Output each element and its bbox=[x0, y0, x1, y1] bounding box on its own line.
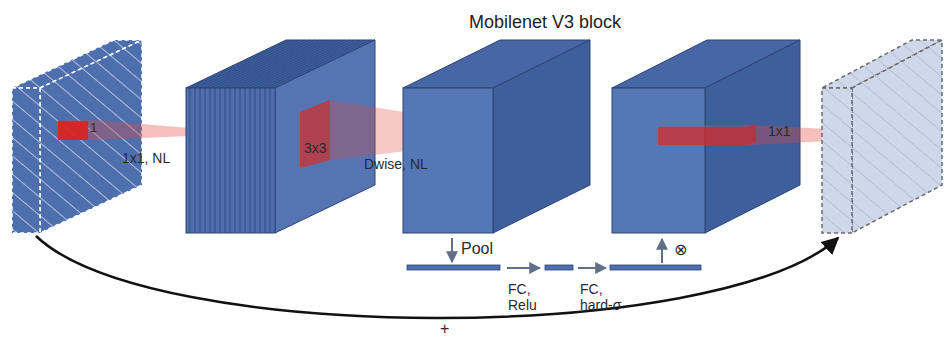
slice-line bbox=[260, 40, 360, 88]
slice-line bbox=[255, 88, 256, 233]
kernel-size: 1x1 bbox=[768, 123, 791, 139]
slice-line bbox=[225, 88, 226, 233]
skip-connection bbox=[36, 236, 838, 318]
output-tensor bbox=[822, 40, 942, 233]
slice-line bbox=[195, 88, 196, 233]
add-symbol: + bbox=[440, 320, 449, 338]
kernel-size: 1 bbox=[90, 121, 97, 136]
multiply-symbol: ⊗ bbox=[674, 241, 687, 259]
slice-line bbox=[250, 88, 251, 233]
slice-line bbox=[265, 40, 365, 88]
slice-line bbox=[245, 40, 345, 88]
slice-line bbox=[190, 88, 191, 233]
slice-line bbox=[270, 88, 271, 233]
slice-line bbox=[255, 40, 355, 88]
se-branch bbox=[407, 238, 701, 270]
slice-line bbox=[230, 88, 231, 233]
slice-line bbox=[215, 88, 216, 233]
scaled-tensor bbox=[612, 40, 800, 233]
conv-beam bbox=[58, 120, 190, 140]
kernel-size: 3x3 bbox=[304, 140, 327, 156]
slice-line bbox=[245, 88, 246, 233]
slice-line bbox=[220, 88, 221, 233]
slice-line bbox=[240, 40, 340, 88]
conv-label: 1x1, NL bbox=[122, 150, 170, 166]
slice-line bbox=[265, 88, 266, 233]
dwise-tensor bbox=[403, 40, 590, 233]
slice-line bbox=[250, 40, 350, 88]
diagram-title: Mobilenet V3 block bbox=[469, 12, 621, 33]
conv-label: Dwise, NL bbox=[364, 156, 428, 172]
slice-line bbox=[270, 40, 370, 88]
fc-label: FC, hard-σ bbox=[580, 281, 632, 313]
fc-label: FC, Relu bbox=[508, 281, 548, 313]
slice-line bbox=[240, 88, 241, 233]
slice-line bbox=[210, 88, 211, 233]
slice-line bbox=[200, 88, 201, 233]
pool-label: Pool bbox=[461, 240, 493, 258]
slice-line bbox=[260, 88, 261, 233]
slice-line bbox=[205, 88, 206, 233]
slice-line bbox=[235, 88, 236, 233]
